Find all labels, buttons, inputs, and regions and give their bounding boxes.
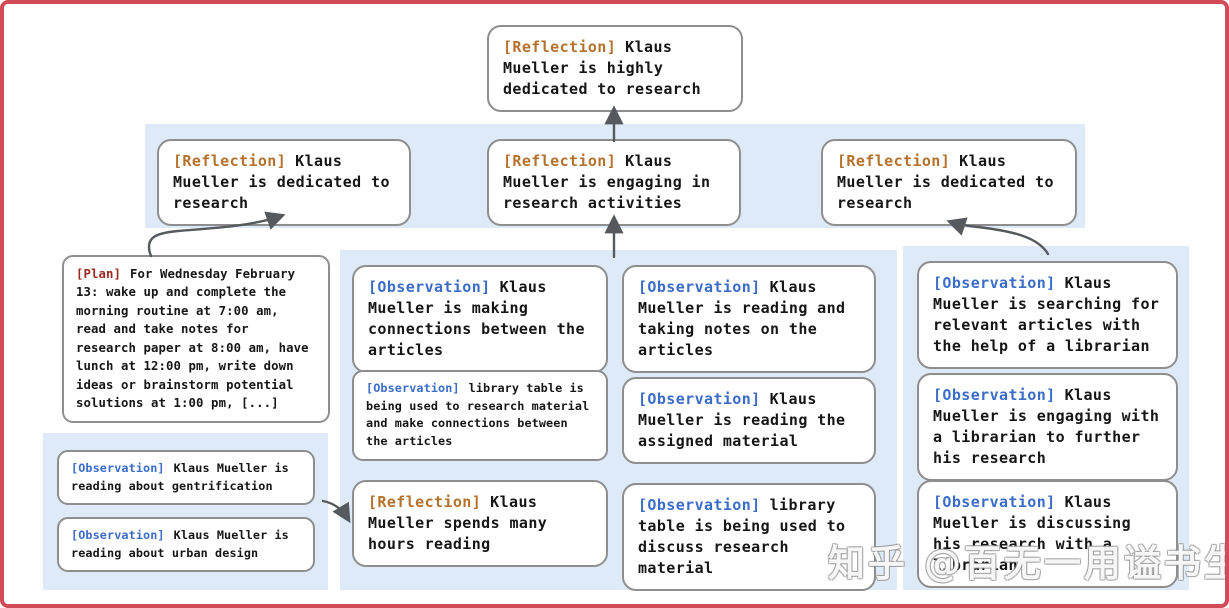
node-text: Klaus Mueller is searching for relevant …	[933, 274, 1160, 355]
plan-node: [Plan]For Wednesday February 13: wake up…	[62, 255, 330, 423]
reflection-tag: [Reflection]	[503, 38, 617, 56]
node-text: Klaus Mueller is discussing his research…	[933, 493, 1132, 574]
node-text: Klaus Mueller is making connections betw…	[368, 278, 585, 359]
right-observation-engaging-librarian: [Observation]Klaus Mueller is engaging w…	[917, 373, 1178, 481]
middle-observation-connections: [Observation]Klaus Mueller is making con…	[352, 265, 608, 373]
left-observation-1: [Observation]Klaus Mueller is reading ab…	[57, 450, 315, 506]
node-text: Klaus Mueller is engaging with a librari…	[933, 386, 1160, 467]
observation-tag: [Observation]	[368, 278, 491, 296]
node-text: Klaus Mueller is reading the assigned ma…	[638, 390, 846, 450]
middle-observation-library-research: [Observation]library table is being used…	[352, 370, 608, 461]
node-text: library table is being used to research …	[366, 381, 590, 449]
reflection-tag: [Reflection]	[837, 152, 951, 170]
observation-tag: [Observation]	[638, 390, 761, 408]
root-reflection-node: [Reflection]Klaus Mueller is highly dedi…	[487, 25, 743, 112]
middle-observation-assigned-material: [Observation]Klaus Mueller is reading th…	[622, 377, 876, 464]
reflection-tag: [Reflection]	[503, 152, 617, 170]
right-observation-discussing-research: [Observation]Klaus Mueller is discussing…	[917, 480, 1178, 588]
middle-observation-library-discuss: [Observation]library table is being used…	[622, 483, 876, 591]
node-text: Klaus Mueller is engaging in research ac…	[503, 152, 711, 212]
left-observation-2: [Observation]Klaus Mueller is reading ab…	[57, 517, 315, 573]
middle-reflection-hours-reading: [Reflection]Klaus Mueller spends many ho…	[352, 480, 608, 567]
right-observation-searching-articles: [Observation]Klaus Mueller is searching …	[917, 261, 1178, 369]
observation-tag: [Observation]	[638, 278, 761, 296]
reflection-tag: [Reflection]	[368, 493, 482, 511]
plan-tag: [Plan]	[76, 267, 122, 281]
observation-tag: [Observation]	[71, 461, 165, 475]
observation-tag: [Observation]	[933, 386, 1056, 404]
tier2-reflection-middle: [Reflection]Klaus Mueller is engaging in…	[487, 139, 741, 226]
middle-observation-taking-notes: [Observation]Klaus Mueller is reading an…	[622, 265, 876, 373]
observation-tag: [Observation]	[71, 528, 165, 542]
node-text: For Wednesday February 13: wake up and c…	[76, 267, 309, 411]
reflection-tag: [Reflection]	[173, 152, 287, 170]
tier2-reflection-right: [Reflection]Klaus Mueller is dedicated t…	[821, 139, 1077, 226]
node-text: Klaus Mueller is dedicated to research	[837, 152, 1054, 212]
observation-tag: [Observation]	[933, 274, 1056, 292]
node-text: library table is being used to discuss r…	[638, 496, 846, 577]
tier2-reflection-left: [Reflection]Klaus Mueller is dedicated t…	[157, 139, 411, 226]
node-text: Klaus Mueller is reading about gentrific…	[71, 461, 289, 493]
node-text: Klaus Mueller is reading about urban des…	[71, 528, 289, 560]
observation-tag: [Observation]	[366, 381, 460, 395]
node-text: Klaus Mueller is reading and taking note…	[638, 278, 846, 359]
node-text: Klaus Mueller is highly dedicated to res…	[503, 38, 702, 98]
node-text: Klaus Mueller is dedicated to research	[173, 152, 390, 212]
observation-tag: [Observation]	[933, 493, 1056, 511]
observation-tag: [Observation]	[638, 496, 761, 514]
node-text: Klaus Mueller spends many hours reading	[368, 493, 548, 553]
